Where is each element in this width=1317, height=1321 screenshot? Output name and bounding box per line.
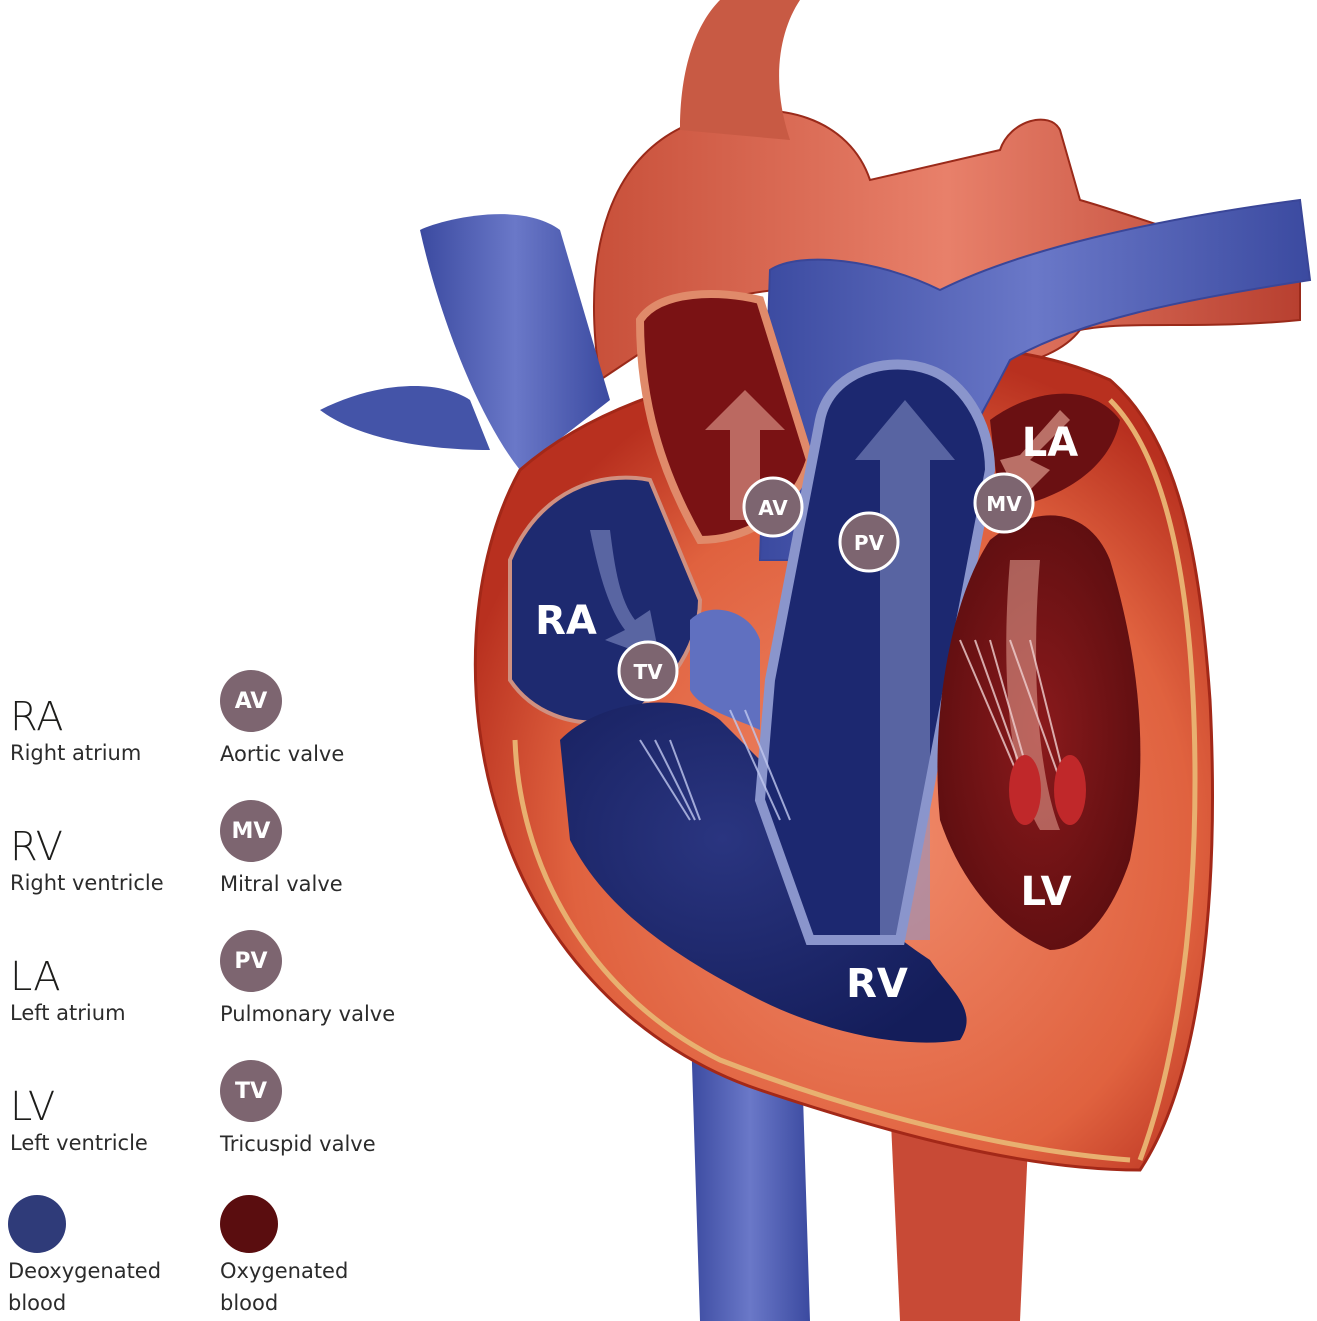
legend-desc: Pulmonary valve: [220, 998, 395, 1030]
legend-item-rv: RV Right ventricle: [10, 827, 164, 899]
legend-abbr: LV: [10, 1087, 148, 1127]
legend-abbr: LA: [10, 957, 126, 997]
diagram-valve-av-label: AV: [758, 496, 788, 520]
diagram-valve-mv-label: MV: [986, 492, 1022, 516]
legend-item-pv: PV Pulmonary valve: [220, 930, 395, 1030]
deoxygenated-swatch: [8, 1195, 66, 1253]
legend-desc-line1: Oxygenated: [220, 1255, 348, 1287]
legend-item-av: AV Aortic valve: [220, 670, 344, 770]
legend-desc: Right atrium: [10, 737, 141, 769]
diagram-valve-pv-label: PV: [854, 531, 885, 555]
oxygenated-swatch: [220, 1195, 278, 1253]
legend-item-deoxygenated: Deoxygenated blood: [8, 1195, 161, 1319]
legend-item-oxygenated: Oxygenated blood: [220, 1195, 348, 1319]
legend-desc: Left atrium: [10, 997, 126, 1029]
legend-desc-line1: Deoxygenated: [8, 1255, 161, 1287]
legend-abbr: RA: [10, 697, 141, 737]
diagram-valve-tv-label: TV: [633, 660, 663, 684]
legend-badge: MV: [220, 800, 282, 862]
legend-badge: PV: [220, 930, 282, 992]
legend-desc: Tricuspid valve: [220, 1128, 376, 1160]
diagram-label-la: LA: [1022, 420, 1078, 466]
vein-left-branch: [320, 386, 490, 450]
diagram-label-rv: RV: [846, 961, 908, 1007]
legend-item-mv: MV Mitral valve: [220, 800, 343, 900]
legend-desc: Left ventricle: [10, 1127, 148, 1159]
diagram-valve-pv: PV: [840, 513, 898, 571]
legend-abbr: RV: [10, 827, 164, 867]
legend-desc: Right ventricle: [10, 867, 164, 899]
legend-desc: Aortic valve: [220, 738, 344, 770]
legend-item-la: LA Left atrium: [10, 957, 126, 1029]
diagram-label-ra: RA: [535, 598, 597, 644]
papillary-muscle: [1009, 755, 1041, 825]
papillary-muscle: [1054, 755, 1086, 825]
diagram-valve-av: AV: [744, 478, 802, 536]
legend-badge: AV: [220, 670, 282, 732]
diagram-valve-mv: MV: [975, 474, 1033, 532]
legend-desc: Mitral valve: [220, 868, 343, 900]
legend-item-lv: LV Left ventricle: [10, 1087, 148, 1159]
diagram-valve-tv: TV: [619, 642, 677, 700]
legend-badge: TV: [220, 1060, 282, 1122]
legend-desc-line2: blood: [8, 1287, 161, 1319]
diagram-label-lv: LV: [1021, 869, 1072, 915]
legend-item-ra: RA Right atrium: [10, 697, 141, 769]
legend-item-tv: TV Tricuspid valve: [220, 1060, 376, 1160]
aorta-top-branch: [680, 0, 800, 140]
legend-desc-line2: blood: [220, 1287, 348, 1319]
